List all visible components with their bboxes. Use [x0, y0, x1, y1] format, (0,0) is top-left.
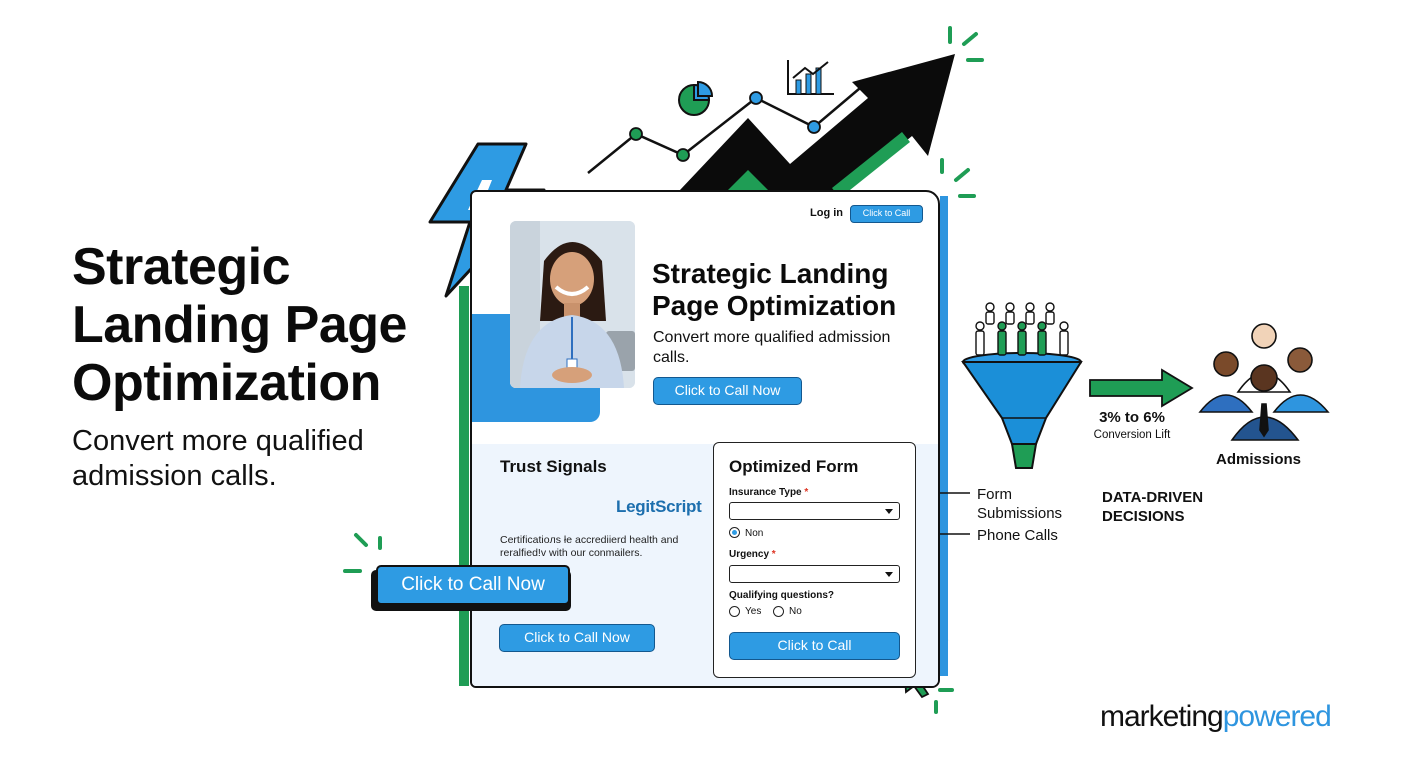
urgency-select[interactable]	[729, 565, 900, 583]
people-green-icon	[997, 321, 1047, 356]
hero-subtitle: Convert more qualified admission calls.	[72, 425, 364, 492]
radio-yes[interactable]	[729, 606, 740, 617]
urgency-label-text: Urgency	[729, 549, 770, 560]
right-arrow-icon	[1089, 368, 1194, 408]
panel-green-edge	[459, 286, 469, 686]
pie-chart-icon	[678, 80, 714, 116]
chevron-down-icon	[885, 509, 893, 514]
brand-logo-part1: marketing	[1100, 700, 1224, 733]
conversion-lift-label: Conversion Lift	[1093, 429, 1171, 441]
radio-yes-label: Yes	[745, 606, 762, 617]
mockup-title: Strategic Landing Page Optimization	[652, 258, 897, 321]
bar-chart-icon	[787, 60, 834, 95]
login-link[interactable]: Log in	[810, 207, 843, 219]
brand-logo-part2: powered	[1222, 700, 1332, 733]
insurance-type-select[interactable]	[729, 502, 900, 520]
trust-click-to-call-now-button[interactable]: Click to Call Now	[499, 624, 655, 652]
form-submissions-label: Form Submissions	[977, 486, 1063, 522]
admissions-group-icon	[1198, 323, 1330, 441]
mockup-subtitle: Convert more qualified admission calls.	[653, 329, 891, 366]
people-icon	[975, 302, 1069, 356]
panel-blue-edge	[940, 196, 948, 676]
qualifying-questions-label: Qualifying questions?	[729, 590, 835, 601]
trust-description: Certificatioлs łe accrediierd health and…	[500, 534, 679, 559]
brand-logo: marketingpowered	[1100, 700, 1332, 734]
chevron-down-icon	[885, 572, 893, 577]
funnel-icon	[961, 352, 1083, 469]
trust-signals-heading: Trust Signals	[500, 457, 607, 476]
conversion-lift-value: 3% to 6%	[1099, 409, 1165, 426]
radio-no[interactable]	[773, 606, 784, 617]
mockup-click-to-call-now-button[interactable]: Click to Call Now	[653, 377, 802, 405]
insurance-type-label: Insurance Type *	[729, 487, 808, 498]
required-mark: *	[771, 549, 776, 560]
required-mark: *	[804, 487, 809, 498]
radio-no-label: No	[789, 606, 802, 617]
line-chart-icon	[587, 80, 868, 174]
radio-non[interactable]	[729, 527, 740, 538]
form-click-to-call-button[interactable]: Click to Call	[729, 632, 900, 660]
admissions-rep-photo	[510, 221, 635, 388]
radio-non-label: Non	[745, 528, 764, 539]
phone-calls-label: Phone Calls	[977, 527, 1058, 544]
admissions-label: Admissions	[1216, 451, 1302, 468]
insurance-type-label-text: Insurance Type	[729, 487, 802, 498]
hero-title: Strategic Landing Page Optimization	[72, 238, 407, 412]
nav-click-to-call-button[interactable]: Click to Call	[850, 205, 923, 223]
legitscript-logo-text: LegitScript	[616, 497, 702, 516]
data-driven-decisions-label: DATA-DRIVEN DECISIONS	[1102, 489, 1204, 525]
optimized-form-title: Optimized Form	[729, 457, 859, 476]
urgency-label: Urgency *	[729, 549, 776, 560]
floating-click-to-call-now-button[interactable]: Click to Call Now	[376, 565, 570, 605]
